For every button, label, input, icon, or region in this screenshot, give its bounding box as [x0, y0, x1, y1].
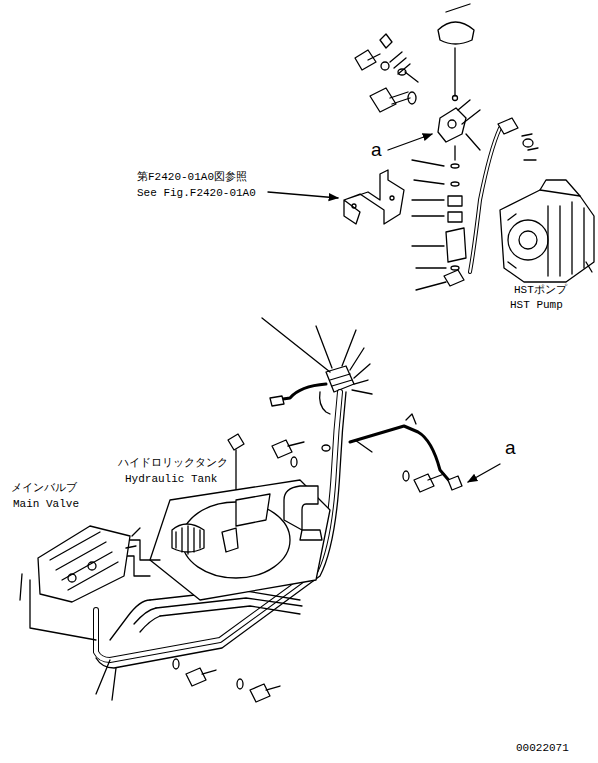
drawing-stroke: [222, 528, 238, 552]
view-mark: a: [371, 140, 382, 160]
drawing-stroke: [388, 134, 432, 150]
drawing-stroke: [320, 392, 330, 414]
part-name: HSTポンプ: [514, 284, 567, 297]
drawing-stroke: [453, 96, 458, 101]
drawing-stroke: [352, 204, 356, 208]
reference-note: See Fig.F2420-01A0: [137, 187, 256, 200]
drawing-stroke: [96, 660, 116, 700]
drawing-stroke: [405, 72, 418, 82]
drawing-stroke: [96, 392, 340, 660]
drawing-stroke: [470, 128, 500, 272]
drawing-stroke: [454, 146, 455, 160]
drawing-stroke: [519, 231, 537, 249]
part-name: メインバルブ: [11, 482, 77, 495]
drawing-stroke: [262, 318, 372, 394]
drawing-stroke: [470, 128, 500, 272]
drawing-stroke: [50, 532, 118, 590]
drawing-stroke: [454, 48, 455, 96]
drawing-stroke: [444, 270, 464, 286]
drawing-stroke: [38, 526, 130, 602]
drawing-stroke: [284, 486, 318, 530]
drawing-stroke: [408, 92, 416, 104]
drawing-number: 00022071: [516, 742, 569, 755]
drawing-stroke: [448, 120, 456, 128]
drawing-stroke: [390, 92, 410, 104]
drawing-stroke: [250, 684, 270, 702]
drawing-stroke: [406, 414, 416, 424]
drawing-stroke: [96, 392, 346, 668]
drawing-stroke: [355, 440, 372, 452]
drawing-stroke: [448, 212, 462, 222]
drawing-stroke: [268, 192, 338, 198]
drawing-stroke: [548, 202, 584, 276]
drawing-stroke: [96, 392, 340, 660]
part-name: ハイドロリックタンク: [118, 457, 228, 470]
part-name: Main Valve: [13, 498, 79, 511]
drawing-stroke: [235, 450, 236, 490]
drawing-stroke: [355, 50, 376, 70]
drawing-stroke: [523, 139, 533, 147]
drawing-stroke: [498, 118, 518, 134]
drawing-stroke: [176, 526, 200, 554]
drawing-stroke: [237, 679, 243, 689]
drawing-stroke: [270, 396, 284, 406]
drawing-stroke: [522, 134, 538, 160]
drawing-stroke: [322, 445, 330, 451]
drawing-stroke: [438, 108, 466, 142]
drawing-stroke: [412, 160, 446, 290]
drawing-stroke: [110, 600, 160, 640]
drawing-stroke: [468, 464, 500, 482]
drawing-stroke: [266, 686, 280, 690]
drawing-stroke: [508, 214, 592, 272]
drawing-stroke: [403, 471, 409, 481]
reference-note: 第F2420-01A0図参照: [137, 171, 247, 184]
drawing-stroke: [236, 494, 270, 526]
drawing-stroke: [68, 574, 76, 582]
drawing-stroke: [438, 22, 474, 44]
drawing-stroke: [288, 442, 304, 446]
drawing-stroke: [448, 196, 462, 206]
drawing-stroke: [344, 170, 404, 224]
drawing-stroke: [368, 54, 380, 60]
drawing-stroke: [500, 190, 594, 282]
drawing-stroke: [414, 474, 434, 492]
part-name: Hydraulic Tank: [125, 473, 217, 486]
drawing-stroke: [276, 384, 326, 400]
drawing-stroke: [228, 434, 244, 450]
drawing-stroke: [300, 530, 322, 540]
drawing-stroke: [451, 164, 459, 168]
view-mark: a: [505, 438, 516, 458]
drawing-stroke: [330, 374, 352, 386]
drawing-stroke: [126, 528, 140, 548]
drawing-stroke: [173, 659, 179, 669]
drawing-stroke: [446, 4, 470, 12]
drawing-stroke: [540, 180, 580, 196]
drawing-stroke: [398, 69, 406, 75]
drawing-stroke: [390, 196, 394, 200]
drawing-stroke: [272, 440, 292, 458]
drawing-stroke: [381, 62, 389, 70]
drawing-stroke: [448, 476, 462, 490]
drawing-stroke: [508, 220, 548, 260]
drawing-stroke: [350, 426, 452, 484]
drawing-stroke: [20, 4, 594, 702]
drawing-stroke: [370, 88, 396, 112]
drawing-stroke: [446, 228, 466, 262]
drawing-stroke: [291, 457, 297, 467]
drawing-stroke: [150, 480, 330, 600]
part-name: HST Pump: [510, 299, 563, 312]
drawing-stroke: [451, 182, 459, 186]
drawing-stroke: [390, 52, 410, 74]
drawing-stroke: [380, 34, 392, 48]
drawing-stroke: [202, 670, 216, 674]
drawing-stroke: [88, 562, 96, 570]
drawing-stroke: [428, 474, 444, 480]
drawing-stroke: [186, 668, 206, 686]
drawing-stroke: [458, 100, 480, 150]
